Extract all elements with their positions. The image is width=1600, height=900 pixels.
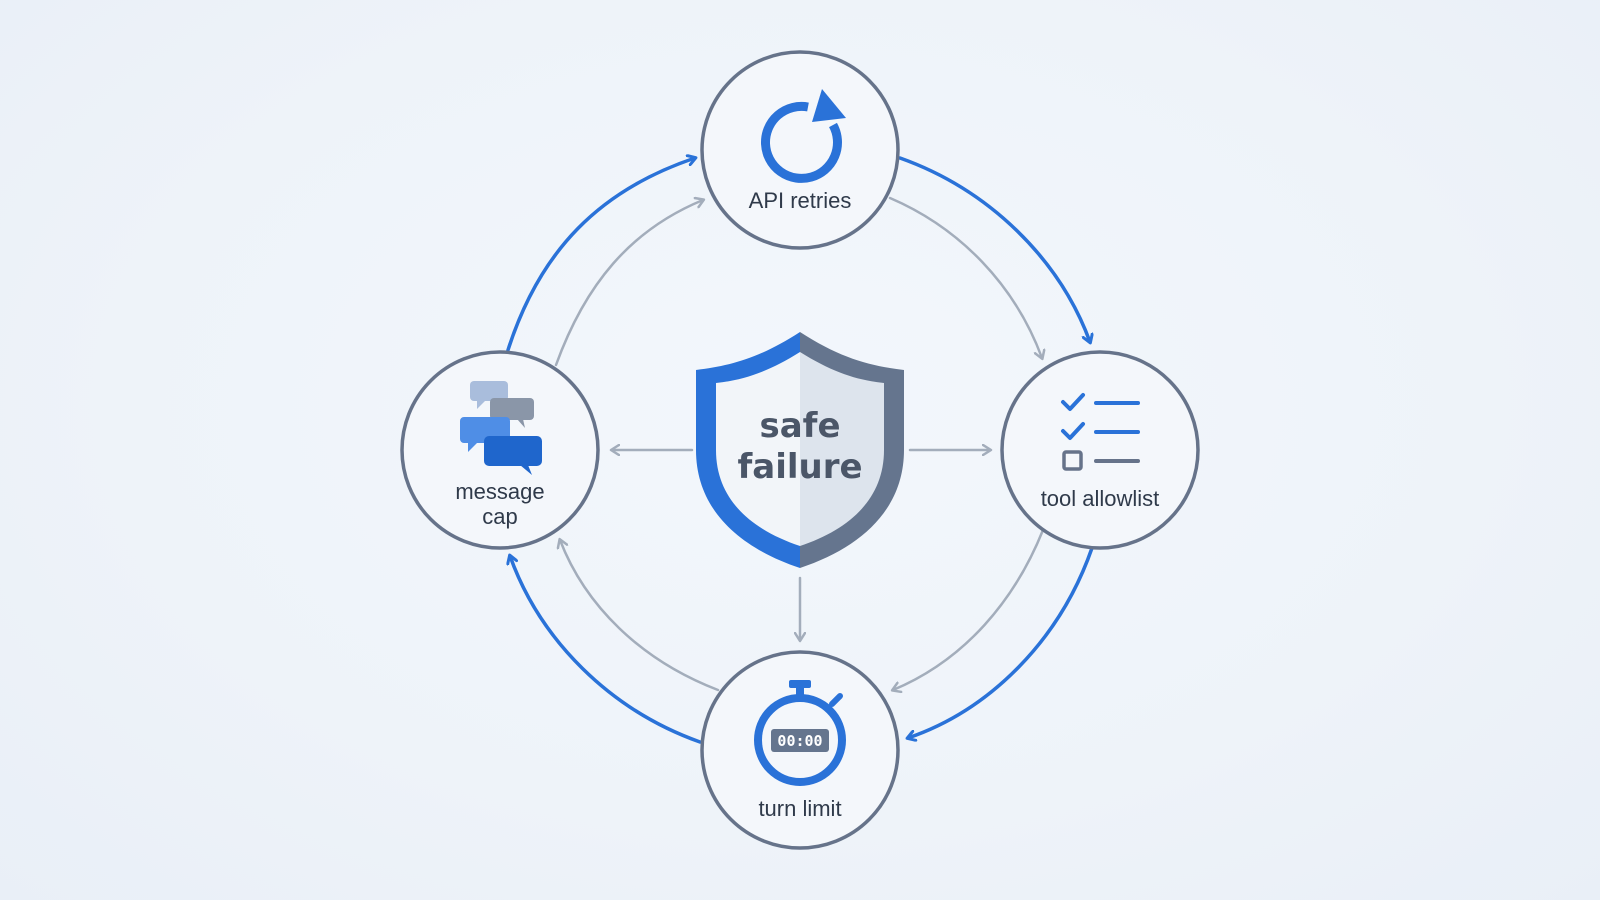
checklist-icon — [1061, 393, 1140, 471]
message-cap-label-line2: cap — [482, 504, 517, 529]
stopwatch-icon: 00:00 — [754, 680, 846, 786]
arrow-turn-limit-to-message-cap — [510, 556, 702, 744]
arrow-api-retries-to-tool-allowlist — [898, 156, 1090, 342]
arrow-api-retries-to-tool-allowlist-inner — [888, 196, 1042, 358]
arrow-tool-allowlist-to-turn-limit — [908, 546, 1094, 738]
arrow-tool-allowlist-to-turn-limit-inner — [893, 528, 1045, 690]
shield-inner-left — [716, 352, 800, 546]
chat-bubbles-icon — [460, 381, 542, 475]
arrow-message-cap-to-api-retries-inner — [554, 200, 703, 367]
center-label-line2: failure — [737, 447, 862, 487]
turn-limit-timer-display: 00:00 — [777, 732, 822, 750]
message-cap-label-line1: message — [455, 479, 544, 504]
node-turn-limit: 00:00 turn limit — [700, 650, 900, 850]
center-label-line1: safe — [759, 406, 840, 446]
safe-failure-shield: safe failure — [696, 332, 904, 568]
arrow-message-cap-to-api-retries — [506, 158, 695, 352]
node-message-cap: message cap — [400, 350, 600, 550]
outer-cycle-arrows — [506, 156, 1094, 744]
shield-inner-right — [800, 352, 884, 546]
tool-allowlist-label: tool allowlist — [1041, 486, 1160, 511]
inner-cycle-arrows — [554, 196, 1045, 692]
turn-limit-label: turn limit — [758, 796, 841, 821]
arrow-turn-limit-to-message-cap-inner — [560, 540, 720, 692]
refresh-icon — [761, 89, 846, 183]
node-api-retries: API retries — [700, 50, 900, 250]
center-radial-arrows — [612, 450, 990, 640]
node-tool-allowlist: tool allowlist — [1000, 350, 1200, 550]
api-retries-label: API retries — [749, 188, 852, 213]
